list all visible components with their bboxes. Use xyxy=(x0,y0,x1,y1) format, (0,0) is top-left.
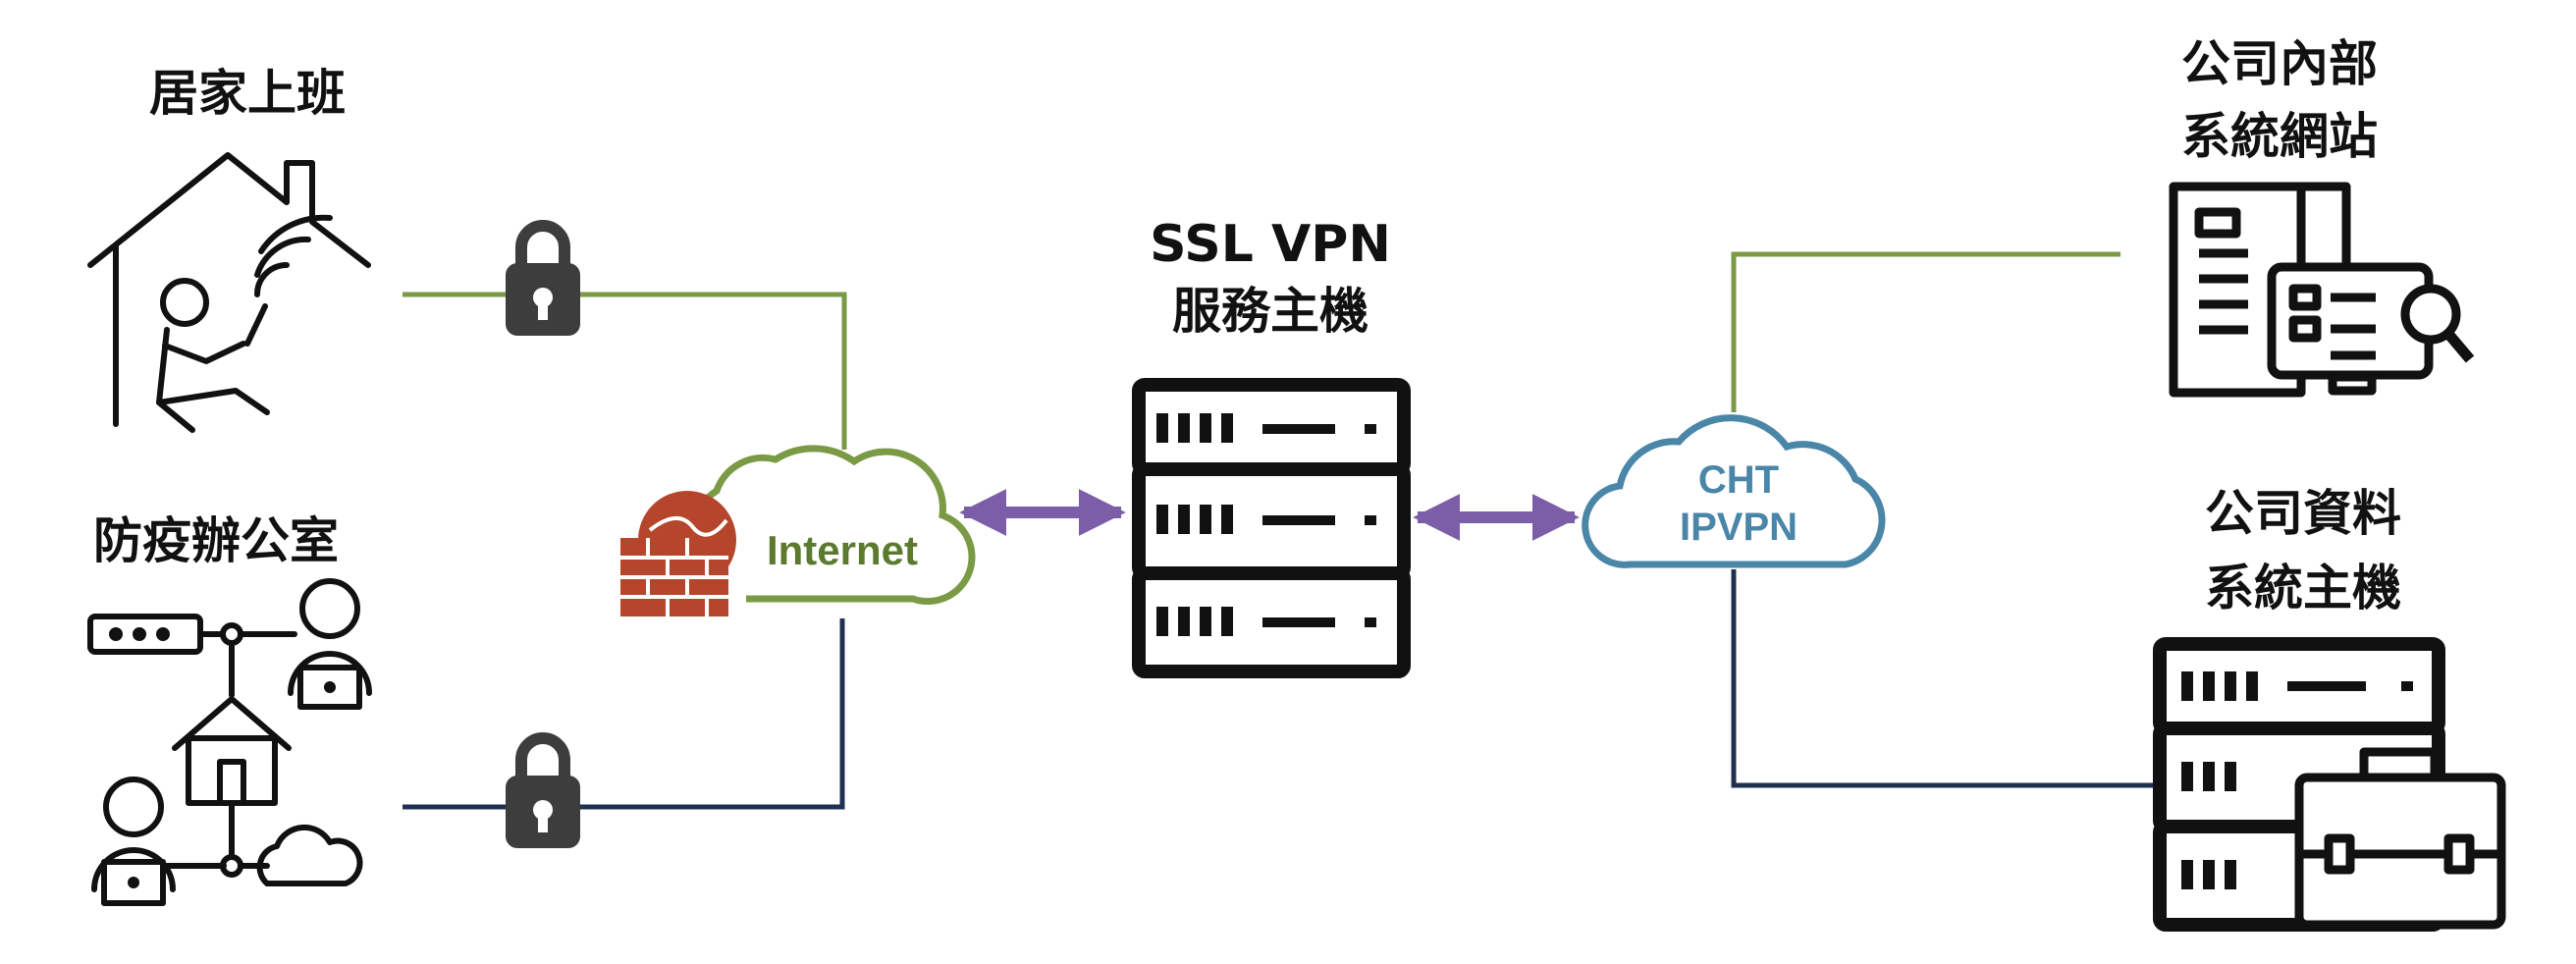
green-link-home-internet xyxy=(402,292,847,450)
server-rack-icon xyxy=(1132,378,1411,678)
home-label: 居家上班 xyxy=(149,65,346,122)
data-label-line1: 公司資料 xyxy=(2205,485,2401,542)
cht-cloud xyxy=(1582,414,1886,568)
navy-link-office-internet xyxy=(402,618,845,810)
office-label: 防疫辦公室 xyxy=(93,512,339,569)
vpn-server-label-line1: SSL VPN xyxy=(1150,215,1391,274)
house-worker-icon xyxy=(87,152,371,433)
data-label-line2: 系統主機 xyxy=(2205,560,2401,616)
internet-cloud xyxy=(694,445,976,606)
website-monitor-icon xyxy=(2169,182,2475,398)
green-link-cht-web xyxy=(1731,251,2120,412)
server-briefcase-icon xyxy=(2153,637,2506,932)
web-label-line2: 系統網站 xyxy=(2181,108,2378,165)
padlock-icon xyxy=(506,220,580,336)
internet-label: Internet xyxy=(767,527,918,573)
vpn-server-label-line2: 服務主機 xyxy=(1172,283,1368,340)
cht-label-line1: CHT xyxy=(1698,458,1779,502)
network-office-icon xyxy=(87,578,372,906)
navy-link-cht-data xyxy=(1731,569,2165,788)
web-label-line1: 公司內部 xyxy=(2181,35,2378,92)
cht-label-line2: IPVPN xyxy=(1680,506,1798,549)
padlock-icon xyxy=(506,732,580,848)
firewall-icon xyxy=(620,491,736,616)
